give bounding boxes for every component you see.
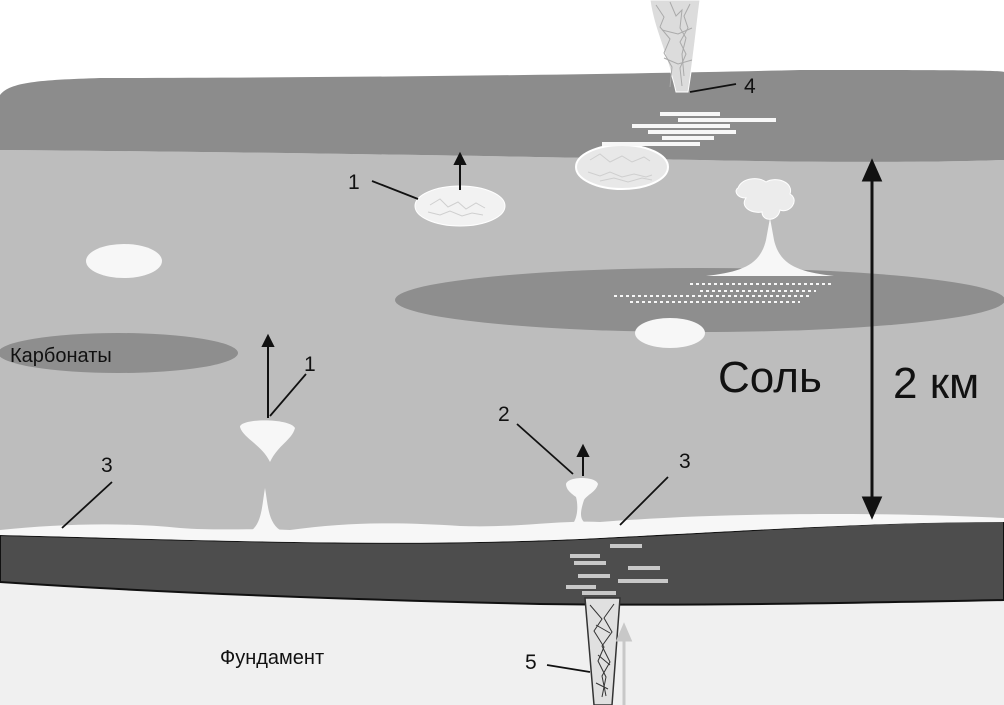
brine-dotted-film <box>614 283 832 303</box>
salt-label: Соль <box>718 353 822 402</box>
brine-stem-mid <box>252 488 280 530</box>
overburden-layer <box>0 70 1004 162</box>
eruption-brine-streaks <box>602 112 776 146</box>
label-4: 4 <box>744 75 756 98</box>
salt-layer <box>0 150 1004 543</box>
upward-arrows <box>261 151 590 476</box>
label-5: 5 <box>525 651 537 674</box>
brine-inclusion-top <box>414 185 506 227</box>
brine-diapir-mid <box>240 420 295 462</box>
carbonate-lens-left <box>0 333 238 373</box>
surface-eruption <box>649 0 701 93</box>
feeder-brine-streaks <box>566 544 668 595</box>
label-1-top: 1 <box>348 171 360 194</box>
brine-diapir-small <box>566 478 598 522</box>
thickness-label: 2 км <box>893 359 980 408</box>
upflow-arrow <box>615 622 633 705</box>
basement-fault-zone <box>584 597 621 705</box>
label-3-left: 3 <box>101 454 113 477</box>
brine-base-layer <box>0 514 1004 543</box>
carbonate-lens-right <box>395 268 1004 332</box>
leader-lines <box>61 83 737 673</box>
label-3-right: 3 <box>679 450 691 473</box>
brine-inclusion-upper-right <box>575 144 669 190</box>
inclusion-crack-texture <box>427 153 653 217</box>
brine-inclusion-lower <box>635 318 705 348</box>
brine-spire <box>706 218 834 276</box>
thickness-arrow <box>861 158 883 520</box>
label-1-mid: 1 <box>304 353 316 376</box>
brine-plume <box>735 178 795 220</box>
basement-label: Фундамент <box>220 647 325 669</box>
brine-inclusion-left <box>86 244 162 278</box>
label-2: 2 <box>498 403 510 426</box>
carbonates-label: Карбонаты <box>10 345 112 367</box>
